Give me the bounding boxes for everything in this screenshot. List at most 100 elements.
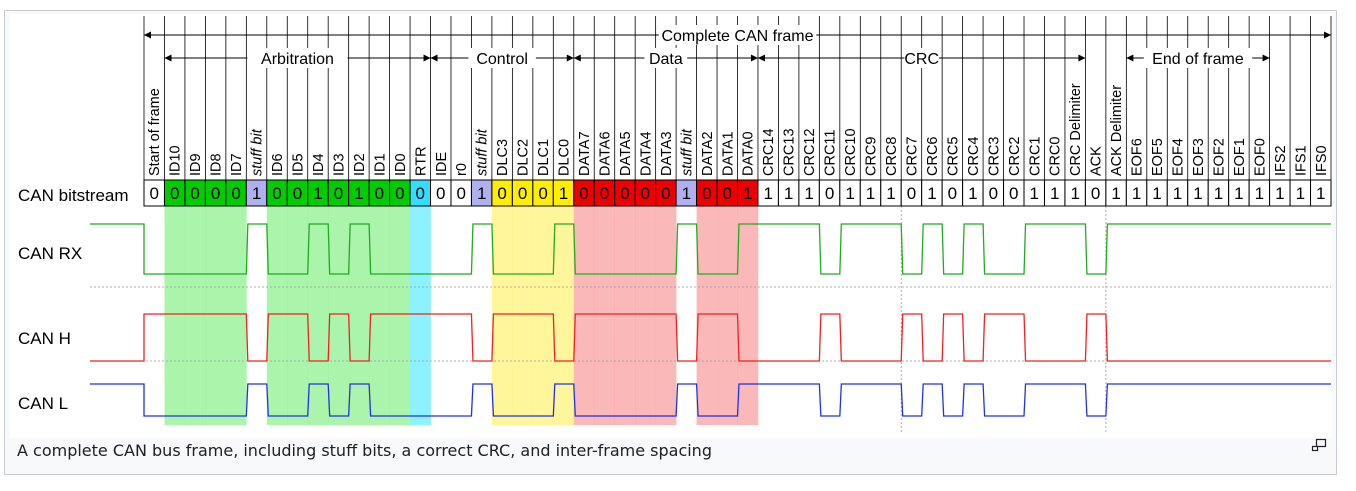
bit-value: 0 — [416, 184, 425, 203]
bit-value: 0 — [170, 184, 179, 203]
bit-value: 0 — [272, 184, 281, 203]
signal-band — [164, 206, 186, 425]
group-label: Arbitration — [261, 51, 334, 68]
bit-name: EOF3 — [1191, 138, 1207, 176]
bit-name: DATA3 — [659, 131, 675, 176]
bit-value: 1 — [1316, 184, 1325, 203]
bit-name: DLC1 — [536, 139, 552, 176]
bit-value: 1 — [559, 184, 568, 203]
bit-name: CRC9 — [864, 137, 880, 176]
bit-name: ID10 — [168, 145, 184, 176]
signal-band — [287, 206, 309, 425]
row-label-can-h: CAN H — [18, 329, 71, 348]
bit-name: EOF1 — [1232, 138, 1248, 176]
bit-value: 0 — [149, 184, 158, 203]
group-label: CRC — [904, 51, 939, 68]
signal-band — [553, 206, 575, 425]
bit-name: DATA7 — [577, 131, 593, 176]
bit-name: ID0 — [393, 153, 409, 176]
bit-value: 0 — [293, 184, 302, 203]
bit-value: 0 — [211, 184, 220, 203]
bit-value: 1 — [784, 184, 793, 203]
trace-can-rx — [90, 223, 1331, 275]
bit-value: 0 — [538, 184, 547, 203]
bit-value: 0 — [1009, 184, 1018, 203]
signal-band — [389, 206, 411, 425]
signal-band — [717, 206, 738, 425]
bit-name: EOF4 — [1171, 138, 1187, 176]
trace-can-h — [90, 313, 1331, 362]
bit-name: CRC10 — [843, 128, 859, 176]
bit-value: 0 — [456, 184, 465, 203]
bit-name: stuff bit — [679, 128, 695, 176]
bit-value: 1 — [743, 184, 752, 203]
bit-name: CRC3 — [986, 137, 1002, 176]
bit-name: ID8 — [209, 153, 225, 176]
bit-name: r0 — [454, 163, 470, 176]
signal-band — [614, 206, 636, 425]
bit-name: CRC13 — [782, 128, 798, 176]
bit-name: DATA4 — [638, 131, 654, 176]
signal-band — [225, 206, 247, 425]
bit-value: 0 — [989, 184, 998, 203]
figure-caption: A complete CAN bus frame, including stuf… — [17, 441, 712, 460]
bit-value: 0 — [1091, 184, 1100, 203]
bit-value: 1 — [1030, 184, 1039, 203]
bit-value: 1 — [886, 184, 895, 203]
bit-value: 1 — [1255, 184, 1264, 203]
bit-value: 1 — [927, 184, 936, 203]
bit-value: 0 — [641, 184, 650, 203]
row-label-bitstream: CAN bitstream — [18, 186, 129, 205]
group-label: Complete CAN frame — [661, 28, 813, 45]
bit-name: CRC2 — [1007, 137, 1023, 176]
bit-value: 1 — [866, 184, 875, 203]
signal-band — [532, 206, 554, 425]
bit-value: 0 — [334, 184, 343, 203]
bit-value: 1 — [252, 184, 261, 203]
group-label: Data — [649, 51, 683, 68]
bit-name: CRC12 — [802, 128, 818, 176]
bit-value: 0 — [436, 184, 445, 203]
bit-name: ID4 — [311, 153, 327, 176]
bit-value: 0 — [620, 184, 629, 203]
magnify-icon[interactable] — [1311, 437, 1327, 453]
bit-name: ID9 — [188, 153, 204, 176]
group-label: End of frame — [1152, 51, 1244, 68]
signal-band — [205, 206, 227, 425]
bit-name: ID1 — [372, 153, 388, 176]
signal-band — [328, 206, 349, 425]
signal-band — [491, 206, 513, 425]
bit-value: 1 — [1214, 184, 1223, 203]
span-control: Control — [430, 48, 574, 68]
bit-name: DATA5 — [618, 131, 634, 176]
bit-value: 0 — [825, 184, 834, 203]
bit-name: ID2 — [352, 153, 368, 176]
bit-value: 0 — [395, 184, 404, 203]
bit-value: 1 — [968, 184, 977, 203]
bit-name: IFS2 — [1273, 145, 1289, 176]
bit-name: DATA2 — [700, 131, 716, 176]
signal-band — [184, 206, 206, 425]
bit-cell — [1310, 179, 1332, 207]
bit-value: 1 — [804, 184, 813, 203]
bit-name: IDE — [434, 152, 450, 177]
bit-name: stuff bit — [250, 128, 266, 176]
bit-name: IFS0 — [1314, 145, 1330, 176]
span-data: Data — [573, 48, 758, 68]
bit-name: DATA1 — [720, 131, 736, 176]
bit-value: 1 — [1296, 184, 1305, 203]
bit-name: EOF6 — [1130, 138, 1146, 176]
bit-value: 1 — [682, 184, 691, 203]
bit-value: 0 — [907, 184, 916, 203]
bit-value: 1 — [313, 184, 322, 203]
bit-name: ID6 — [270, 153, 286, 176]
bit-name: ID5 — [290, 153, 306, 176]
signal-band — [594, 206, 616, 425]
bit-value: 1 — [845, 184, 854, 203]
bit-name: CRC Delimiter — [1068, 83, 1084, 176]
bit-name: CRC11 — [823, 130, 839, 176]
bit-name: ID7 — [229, 153, 245, 176]
signal-band — [307, 206, 329, 425]
bit-name: ACK — [1089, 146, 1105, 176]
bit-name: CRC5 — [945, 137, 961, 176]
